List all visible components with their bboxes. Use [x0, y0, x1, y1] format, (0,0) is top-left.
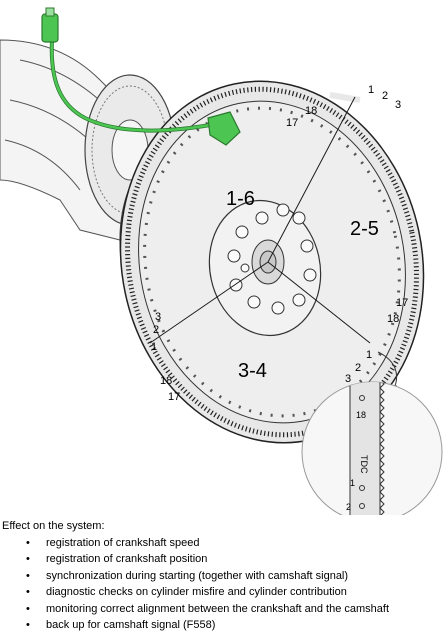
tooth-number: 1	[151, 341, 157, 353]
ring-gear-teeth	[125, 86, 419, 438]
list-item: synchronization during starting (togethe…	[26, 568, 442, 585]
tooth-number: 2	[153, 324, 159, 336]
list-item: back up for camshaft signal (F558)	[26, 617, 442, 634]
inset-tooth-2: 2	[346, 502, 351, 512]
tooth-number: 17	[286, 117, 298, 129]
sector-lines	[149, 96, 371, 344]
sector-label-3-4: 3-4	[238, 360, 267, 382]
tdc-detail-inset: 18 TDC 1 2	[301, 381, 443, 515]
sector-label-1-6: 1-6	[226, 188, 255, 210]
tooth-number: 18	[305, 105, 317, 117]
tooth-number: 3	[345, 373, 351, 385]
tooth-number: 3	[395, 99, 401, 111]
tooth-number: 1	[366, 349, 372, 361]
list-item: registration of crankshaft position	[26, 551, 442, 568]
sector-label-2-5: 2-5	[350, 218, 379, 240]
reluctor-holes	[143, 106, 401, 418]
sensor-head	[207, 111, 241, 146]
crankshaft-sensor	[41, 7, 241, 146]
tooth-number: 18	[387, 313, 399, 325]
hub-bolts	[227, 203, 317, 315]
inset-tooth-1: 1	[350, 478, 355, 488]
inset-tooth-18: 18	[356, 410, 366, 420]
tooth-number: 3	[155, 311, 161, 323]
effects-list: registration of crankshaft speed registr…	[2, 535, 442, 634]
list-item: diagnostic checks on cylinder misfire an…	[26, 584, 442, 601]
tooth-number: 2	[382, 90, 388, 102]
system-effects: Effect on the system: registration of cr…	[2, 518, 442, 634]
flywheel-drawing: 1-6 2-5 3-4 18 17 1 2 3 17 18 1 2 3 3 2 …	[0, 7, 443, 515]
sensor-connector	[41, 13, 59, 43]
effects-heading: Effect on the system:	[2, 520, 105, 532]
flywheel-illustration: 1-6 2-5 3-4 18 17 1 2 3 17 18 1 2 3 3 2 …	[0, 7, 443, 515]
list-item: monitoring correct alignment between the…	[26, 601, 442, 618]
inset-tdc-label: TDC	[359, 455, 369, 474]
tooth-number: 17	[168, 391, 180, 403]
tooth-number: 1	[368, 84, 374, 96]
tooth-number: 17	[396, 297, 408, 309]
tooth-number: 2	[355, 362, 361, 374]
tooth-number: 18	[160, 375, 172, 387]
list-item: registration of crankshaft speed	[26, 535, 442, 552]
